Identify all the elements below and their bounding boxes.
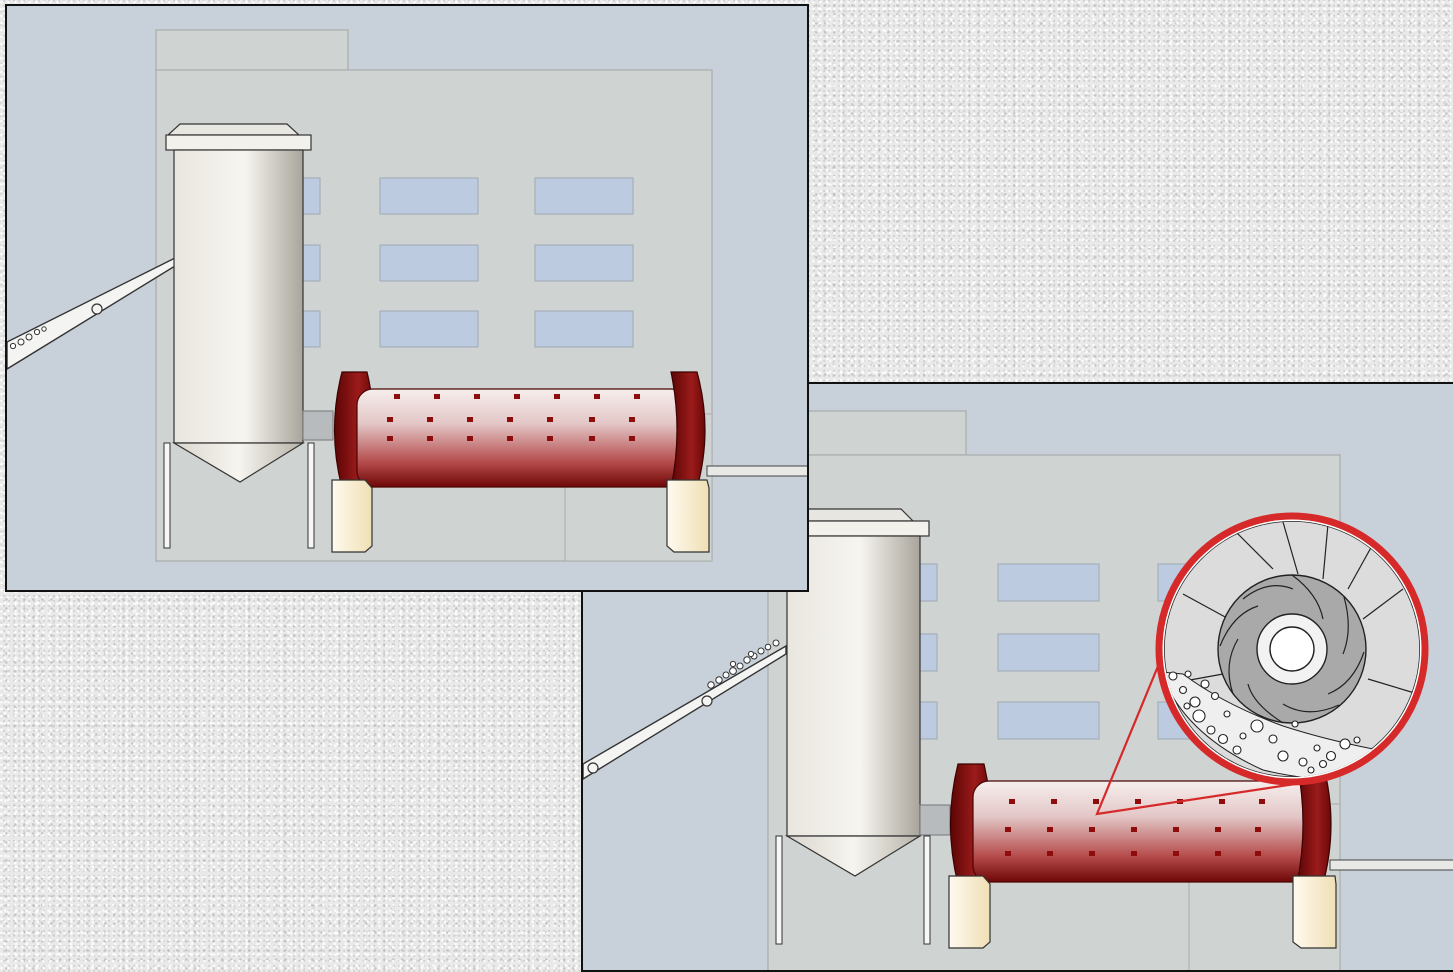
silo-rim [166,135,311,150]
ore-pebble [744,657,750,663]
window [380,311,478,347]
ore-pebble [765,644,771,650]
plant-scene-exterior [7,6,809,592]
ore-pebble [723,672,729,678]
mill-drum [973,781,1313,882]
silo-roof [168,124,299,135]
ore-pebble [730,661,735,666]
ore-pebble [10,343,15,348]
ore-pebble [730,668,737,675]
conveyor-roller [92,304,102,314]
discharge-pipe [1330,860,1453,870]
window [998,702,1099,739]
ore-pebble [748,651,753,656]
silo-body [174,150,303,443]
ore-pebble [737,663,743,669]
window [380,245,478,281]
building-rooftop-block [156,30,348,72]
mill-drum [357,389,687,487]
ore-pebble [716,677,722,683]
ore-pebble [708,682,714,688]
conveyor-roller [588,763,598,773]
ore-pebble [773,640,779,646]
conveyor-roller [702,696,712,706]
mill-support-right [667,480,709,552]
ore-pebble [18,339,24,345]
window [998,564,1099,601]
window [535,311,633,347]
window [380,178,478,214]
silo-leg [308,443,314,548]
silo-leg [164,443,170,548]
feed-pipe [303,411,333,440]
feed-pipe [920,805,950,835]
silo-leg [776,836,782,944]
window [535,178,633,214]
plant-panel-exterior [5,4,809,592]
window [998,634,1099,671]
conveyor-icon [583,640,786,779]
ore-pebble [26,334,32,340]
ore-pebble [758,648,764,654]
mill-support-left [332,480,372,552]
window [535,245,633,281]
mill-support-right [1293,876,1336,948]
ore-pebble [42,327,46,331]
conveyor-icon [7,258,175,369]
mill-support-left [949,876,990,948]
rotor-shaft [1270,627,1314,671]
silo-leg [924,836,930,944]
discharge-pipe [707,466,809,476]
ore-pebble [34,329,39,334]
